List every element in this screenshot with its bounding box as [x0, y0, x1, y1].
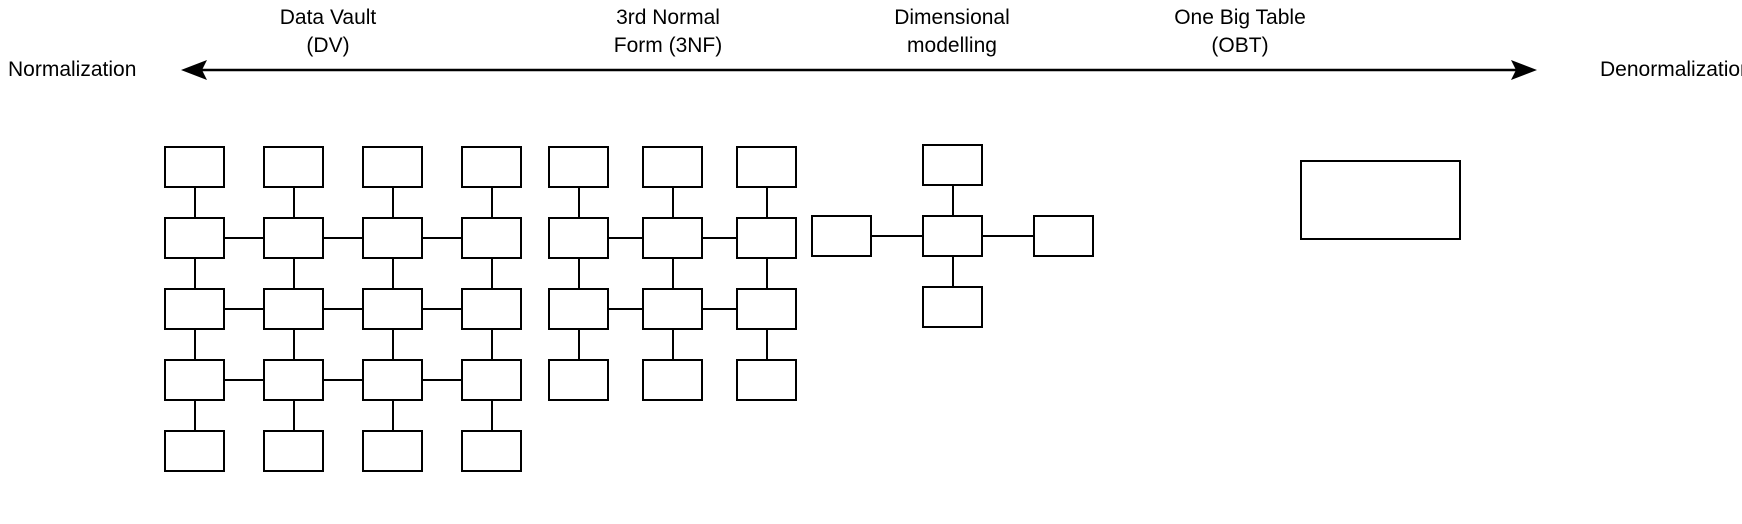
entity-box	[736, 146, 797, 188]
grid-connector-vertical	[193, 330, 196, 359]
entity-box	[642, 146, 703, 188]
grid-connector-vertical	[193, 188, 196, 217]
grid-connector-vertical	[671, 330, 674, 359]
entity-box	[164, 146, 225, 188]
entity-box	[736, 288, 797, 330]
entity-box	[362, 146, 423, 188]
grid-connector-horizontal	[225, 237, 263, 240]
entity-box	[642, 359, 703, 401]
entity-box	[362, 288, 423, 330]
entity-box	[263, 359, 324, 401]
dimension-box-left	[811, 215, 872, 257]
grid-connector-horizontal	[609, 237, 642, 240]
entity-box	[461, 146, 522, 188]
dimension-box-top	[922, 144, 983, 186]
entity-box	[736, 359, 797, 401]
star-connector-right	[983, 235, 1033, 238]
entity-box	[642, 217, 703, 259]
grid-connector-vertical	[391, 330, 394, 359]
entity-box	[461, 217, 522, 259]
grid-connector-vertical	[671, 259, 674, 288]
axis-label-normalization: Normalization	[8, 58, 137, 81]
entity-box	[736, 217, 797, 259]
grid-connector-vertical	[577, 259, 580, 288]
grid-connector-horizontal	[703, 237, 736, 240]
entity-box	[164, 359, 225, 401]
entity-box	[642, 288, 703, 330]
grid-connector-vertical	[671, 188, 674, 217]
grid-connector-vertical	[391, 259, 394, 288]
grid-connector-horizontal	[609, 308, 642, 311]
grid-connector-vertical	[391, 401, 394, 430]
grid-connector-horizontal	[423, 379, 461, 382]
grid-connector-vertical	[193, 401, 196, 430]
entity-box	[548, 146, 609, 188]
entity-box	[548, 217, 609, 259]
stage-label-third-normal-form: 3rd Normal Form (3NF)	[613, 6, 723, 57]
stage-label-dimensional-modelling: Dimensional modelling	[894, 6, 1010, 57]
entity-box	[164, 430, 225, 472]
entity-box	[362, 359, 423, 401]
axis-label-denormalization: Denormalization	[1600, 58, 1742, 81]
entity-box	[461, 430, 522, 472]
entity-box	[461, 288, 522, 330]
star-connector-top	[951, 184, 954, 215]
entity-box	[362, 430, 423, 472]
grid-connector-horizontal	[225, 308, 263, 311]
grid-connector-vertical	[765, 259, 768, 288]
dimension-box-bottom	[922, 286, 983, 328]
grid-connector-horizontal	[225, 379, 263, 382]
entity-box	[164, 288, 225, 330]
entity-box	[548, 288, 609, 330]
grid-connector-vertical	[490, 188, 493, 217]
fact-box-center	[922, 215, 983, 257]
entity-box	[362, 217, 423, 259]
grid-connector-horizontal	[324, 308, 362, 311]
star-connector-left	[872, 235, 922, 238]
grid-connector-vertical	[292, 188, 295, 217]
grid-connector-vertical	[765, 188, 768, 217]
entity-box	[263, 288, 324, 330]
entity-box	[548, 359, 609, 401]
star-connector-bottom	[951, 257, 954, 288]
entity-box	[263, 430, 324, 472]
stage-label-one-big-table: One Big Table (OBT)	[1174, 6, 1306, 57]
grid-connector-vertical	[292, 259, 295, 288]
entity-box	[263, 217, 324, 259]
grid-connector-vertical	[292, 330, 295, 359]
entity-box	[461, 359, 522, 401]
grid-connector-horizontal	[324, 237, 362, 240]
grid-connector-horizontal	[423, 308, 461, 311]
entity-box	[263, 146, 324, 188]
one-big-table-box	[1300, 160, 1461, 240]
grid-connector-vertical	[490, 330, 493, 359]
grid-connector-horizontal	[324, 379, 362, 382]
grid-connector-vertical	[193, 259, 196, 288]
grid-connector-horizontal	[423, 237, 461, 240]
stage-label-data-vault: Data Vault (DV)	[279, 6, 377, 57]
grid-connector-vertical	[577, 188, 580, 217]
grid-connector-vertical	[391, 188, 394, 217]
grid-connector-vertical	[292, 401, 295, 430]
grid-connector-horizontal	[703, 308, 736, 311]
grid-connector-vertical	[765, 330, 768, 359]
grid-connector-vertical	[490, 259, 493, 288]
entity-box	[164, 217, 225, 259]
grid-connector-vertical	[577, 330, 580, 359]
grid-connector-vertical	[490, 401, 493, 430]
dimension-box-right	[1033, 215, 1094, 257]
